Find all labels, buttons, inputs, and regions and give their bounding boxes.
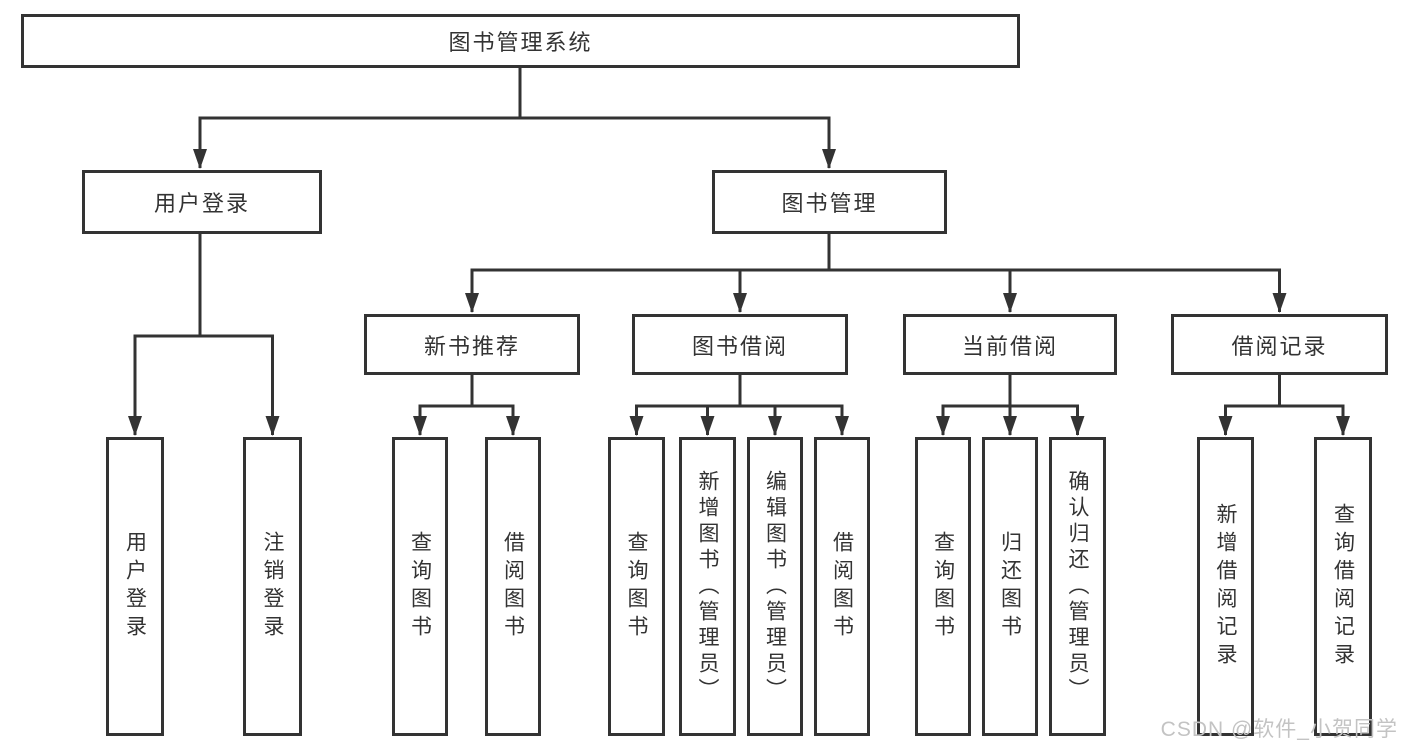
node-leaf-nb-borrow-books-label: 借阅图书 [501,530,525,643]
node-leaf-bb-query-books: 查询图书 [608,437,665,736]
node-user-login: 用户登录 [82,170,322,234]
node-leaf-cb-return-books-label: 归还图书 [998,530,1022,643]
node-leaf-cb-return-books: 归还图书 [982,437,1038,736]
node-leaf-bb-edit-books-admin-label: 编辑图书（管理员） [763,469,787,704]
node-leaf-nb-query-books-label: 查询图书 [408,530,432,643]
node-leaf-nb-query-books: 查询图书 [392,437,448,736]
node-book-management: 图书管理 [712,170,947,234]
node-book-borrowing: 图书借阅 [632,314,848,375]
node-leaf-br-query-record: 查询借阅记录 [1314,437,1372,736]
node-current-borrowing: 当前借阅 [903,314,1117,375]
node-leaf-br-add-record: 新增借阅记录 [1197,437,1254,736]
node-leaf-cb-query-books-label: 查询图书 [931,530,955,643]
node-new-book-recommend: 新书推荐 [364,314,580,375]
node-leaf-bb-query-books-label: 查询图书 [625,530,648,643]
node-leaf-br-query-record-label: 查询借阅记录 [1331,502,1355,671]
node-library-management-system: 图书管理系统 [21,14,1020,68]
node-leaf-bb-add-books-admin: 新增图书（管理员） [679,437,736,736]
node-leaf-logout-label: 注销登录 [261,530,284,643]
node-leaf-user-login-label: 用户登录 [123,530,147,643]
connector-current-borrowing-to-leaves [936,375,1085,436]
node-borrow-records: 借阅记录 [1171,314,1388,375]
node-leaf-bb-edit-books-admin: 编辑图书（管理员） [747,437,803,736]
connector-book-management-to-groups [465,234,1287,313]
node-leaf-nb-borrow-books: 借阅图书 [485,437,541,736]
node-leaf-cb-query-books: 查询图书 [915,437,971,736]
node-leaf-logout: 注销登录 [243,437,302,736]
connector-borrow-records-to-leaves [1218,375,1350,436]
connector-user-login-to-leaves [128,234,280,436]
node-leaf-cb-confirm-return-admin: 确认归还（管理员） [1049,437,1106,736]
node-leaf-br-add-record-label: 新增借阅记录 [1214,502,1237,671]
connector-root-to-level2 [193,68,836,169]
node-leaf-cb-confirm-return-admin-label: 确认归还（管理员） [1066,469,1089,704]
connector-new-book-recommend-to-leaves [413,375,520,436]
csdn-watermark: CSDN @软件_小贺同学 [1160,718,1398,741]
node-leaf-bb-borrow-books: 借阅图书 [814,437,870,736]
connector-book-borrowing-to-leaves [629,375,849,436]
node-leaf-bb-add-books-admin-label: 新增图书（管理员） [696,469,719,704]
node-leaf-user-login: 用户登录 [106,437,164,736]
node-leaf-bb-borrow-books-label: 借阅图书 [830,530,854,643]
